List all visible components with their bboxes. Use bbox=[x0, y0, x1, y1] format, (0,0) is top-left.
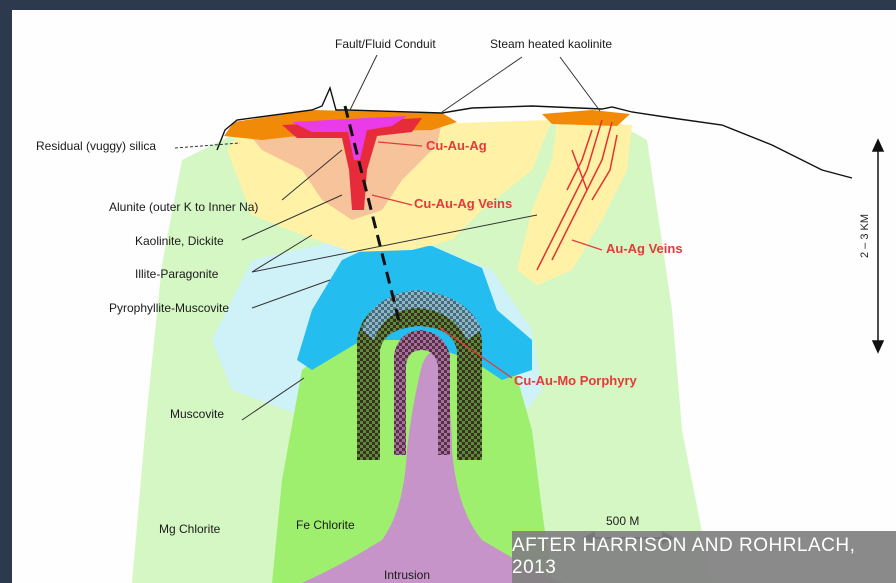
label-cu-au-ag: Cu-Au-Ag bbox=[426, 138, 487, 153]
label-porphyry: Cu-Au-Mo Porphyry bbox=[514, 373, 637, 388]
label-mg-chlorite: Mg Chlorite bbox=[159, 522, 220, 536]
label-au-ag-veins: Au-Ag Veins bbox=[606, 241, 683, 256]
scale-bar-vertical bbox=[873, 140, 883, 352]
label-illite: Illite-Paragonite bbox=[135, 267, 218, 281]
alteration-zoning-diagram bbox=[12, 10, 896, 583]
label-residual-silica: Residual (vuggy) silica bbox=[36, 139, 156, 153]
label-kaolinite: Kaolinite, Dickite bbox=[135, 234, 224, 248]
label-muscovite: Muscovite bbox=[170, 407, 224, 421]
label-fe-chlorite: Fe Chlorite bbox=[296, 518, 355, 532]
credit-text: AFTER HARRISON AND ROHRLACH, 2013 bbox=[512, 535, 896, 579]
label-pyrophyllite: Pyrophyllite-Muscovite bbox=[109, 301, 229, 315]
scale-label-horizontal: 500 M bbox=[606, 514, 639, 528]
credit-banner: AFTER HARRISON AND ROHRLACH, 2013 bbox=[512, 531, 896, 583]
label-cu-au-ag-veins: Cu-Au-Ag Veins bbox=[414, 196, 512, 211]
label-intrusion: Intrusion bbox=[384, 568, 430, 582]
label-steam-kaolinite: Steam heated kaolinite bbox=[490, 37, 612, 51]
zone-steam-kaolinite bbox=[542, 110, 630, 126]
scale-label-vertical: 2 – 3 KM bbox=[859, 214, 871, 258]
label-alunite: Alunite (outer K to Inner Na) bbox=[109, 200, 258, 214]
diagram-panel: Fault/Fluid Conduit Steam heated kaolini… bbox=[12, 10, 896, 583]
label-fault: Fault/Fluid Conduit bbox=[335, 37, 436, 51]
